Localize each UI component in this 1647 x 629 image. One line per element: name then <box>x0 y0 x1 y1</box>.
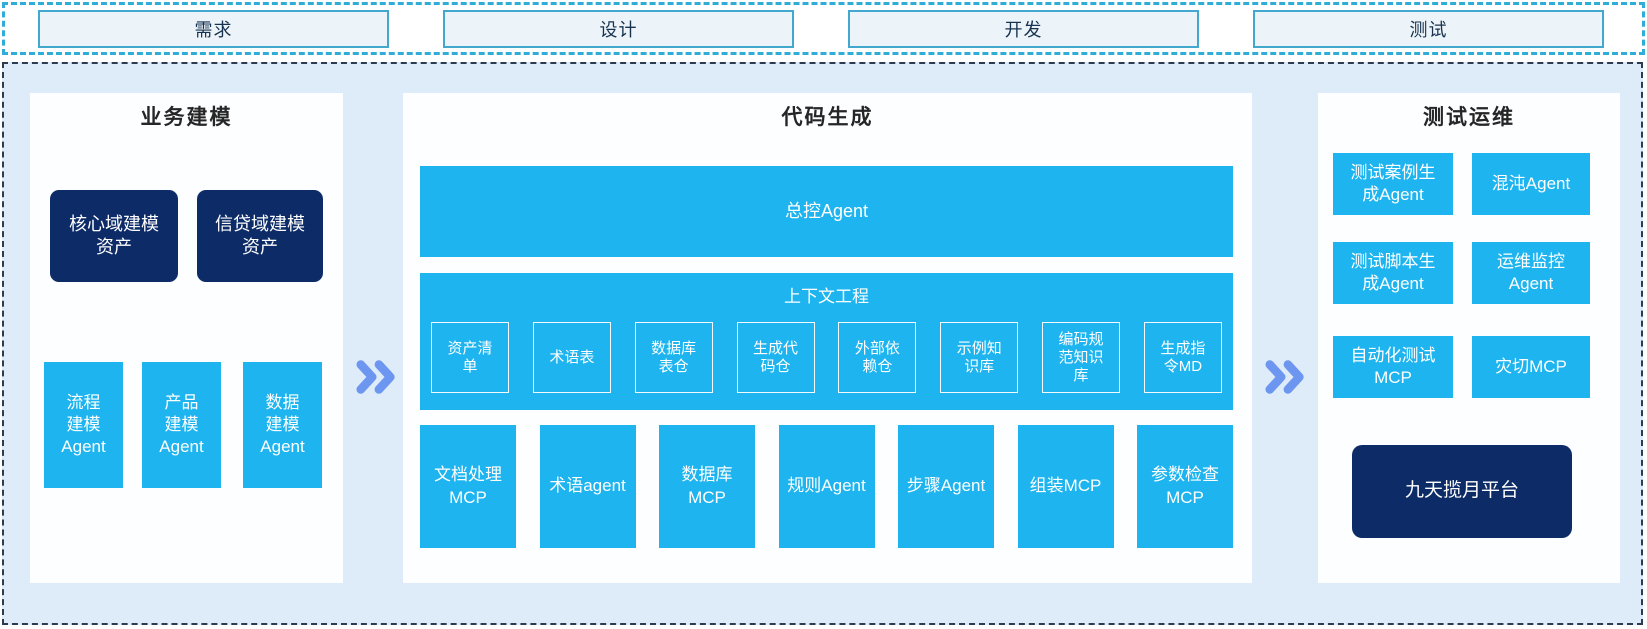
mcp-box-label: 步骤Agent <box>906 476 986 496</box>
box-param-check-mcp: 参数检查 MCP <box>1137 425 1233 548</box>
test-ops-box-label: 运维监控 Agent <box>1497 251 1565 293</box>
stage-label-testing: 测试 <box>1409 20 1448 40</box>
test-ops-box-label: 测试案例生 成Agent <box>1350 162 1436 204</box>
column-title-test-ops: 测试运维 <box>1423 106 1515 129</box>
context-item-asset-list: 资产清 单 <box>431 322 509 393</box>
master-agent-label: 总控Agent <box>784 200 869 221</box>
box-database-mcp: 数据库 MCP <box>659 425 755 548</box>
box-step-agent: 步骤Agent <box>898 425 994 548</box>
platform-box-jiutian-lanyue: 九天揽月平台 <box>1352 445 1572 538</box>
column-code-generation: 代码生成 总控Agent 上下文工程 资产清 单 术语表 数据库 表仓 <box>403 93 1252 583</box>
context-item-generation-instruction-md: 生成指 令MD <box>1143 322 1222 393</box>
context-item-label: 生成代 码仓 <box>753 339 799 375</box>
box-chaos-agent: 混沌Agent <box>1472 153 1590 215</box>
pipeline-panel: 业务建模 核心域建模 资产 信贷域建模 资产 流程 建模 Agent 产品 建模… <box>2 62 1643 625</box>
box-glossary-agent: 术语agent <box>539 425 636 548</box>
context-item-label: 数据库 表仓 <box>651 339 697 375</box>
context-item-generated-code-repo: 生成代 码仓 <box>736 322 815 393</box>
agent-box-process-modeling: 流程 建模 Agent <box>44 362 123 488</box>
column-title-business-modeling: 业务建模 <box>140 106 233 129</box>
context-engineering-title: 上下文工程 <box>784 287 869 306</box>
column-business-modeling: 业务建模 核心域建模 资产 信贷域建模 资产 流程 建模 Agent 产品 建模… <box>30 93 343 583</box>
agent-box-product-modeling-label: 产品 建模 Agent <box>159 392 204 457</box>
stage-box-design: 设计 <box>443 10 794 48</box>
column-test-ops: 测试运维 测试案例生 成Agent 混沌Agent 测试脚本生 成Agent 运… <box>1318 93 1620 583</box>
stage-box-testing: 测试 <box>1253 10 1604 48</box>
mcp-box-label: 文档处理 MCP <box>434 465 502 507</box>
stage-label-development: 开发 <box>1004 20 1043 40</box>
mcp-box-label: 数据库 MCP <box>681 465 733 507</box>
test-ops-box-label: 灾切MCP <box>1495 356 1567 376</box>
agent-box-data-modeling-label: 数据 建模 Agent <box>260 392 305 457</box>
box-doc-processing-mcp: 文档处理 MCP <box>420 425 516 548</box>
stage-box-development: 开发 <box>848 10 1199 48</box>
test-ops-box-label: 自动化测试 MCP <box>1350 345 1436 387</box>
box-test-case-gen-agent: 测试案例生 成Agent <box>1333 153 1453 215</box>
platform-box-label: 九天揽月平台 <box>1404 480 1519 502</box>
context-item-label: 生成指 令MD <box>1160 339 1206 375</box>
master-agent-bar: 总控Agent <box>420 166 1233 257</box>
stage-bar: 需求 设计 开发 测试 <box>2 2 1645 55</box>
stage-box-requirements: 需求 <box>38 10 389 48</box>
mcp-box-label: 术语agent <box>549 476 626 496</box>
agent-box-product-modeling: 产品 建模 Agent <box>142 362 221 488</box>
context-engineering-box: 上下文工程 资产清 单 术语表 数据库 表仓 生成代 码仓 外部 <box>420 273 1233 410</box>
test-ops-box-label: 混沌Agent <box>1491 173 1571 193</box>
mcp-box-label: 组装MCP <box>1029 476 1102 496</box>
box-automated-test-mcp: 自动化测试 MCP <box>1333 336 1453 398</box>
column-title-code-generation: 代码生成 <box>781 106 874 129</box>
context-engineering-row: 资产清 单 术语表 数据库 表仓 生成代 码仓 外部依 赖仓 <box>431 322 1222 393</box>
context-item-label: 编码规 范知识 库 <box>1058 330 1104 384</box>
mcp-agent-row: 文档处理 MCP 术语agent 数据库 MCP 规则Agent 步骤Agent… <box>420 425 1233 548</box>
asset-box-core-domain: 核心域建模 资产 <box>50 190 178 282</box>
flow-arrow-icon <box>1265 360 1304 394</box>
test-ops-box-label: 测试脚本生 成Agent <box>1350 251 1436 293</box>
box-disaster-switch-mcp: 灾切MCP <box>1472 336 1590 398</box>
asset-box-credit-domain-label: 信贷域建模 资产 <box>215 213 305 257</box>
context-item-coding-standard-kb: 编码规 范知识 库 <box>1042 322 1121 393</box>
context-item-label: 资产清 单 <box>447 339 493 375</box>
agent-box-data-modeling: 数据 建模 Agent <box>243 362 322 488</box>
mcp-box-label: 参数检查 MCP <box>1151 465 1219 507</box>
mcp-box-label: 规则Agent <box>787 476 866 496</box>
context-item-external-deps-repo: 外部依 赖仓 <box>838 322 917 393</box>
box-rule-agent: 规则Agent <box>778 425 875 548</box>
agent-box-process-modeling-label: 流程 建模 Agent <box>61 392 106 457</box>
context-item-glossary: 术语表 <box>532 322 611 393</box>
context-item-label: 示例知 识库 <box>956 339 1002 375</box>
context-item-example-knowledge-base: 示例知 识库 <box>940 322 1019 393</box>
box-assembly-mcp: 组装MCP <box>1017 425 1114 548</box>
stage-label-requirements: 需求 <box>194 20 233 40</box>
context-item-db-table-repo: 数据库 表仓 <box>634 322 713 393</box>
context-item-label: 外部依 赖仓 <box>854 339 900 375</box>
box-ops-monitoring-agent: 运维监控 Agent <box>1472 242 1590 304</box>
flow-arrow-icon <box>356 360 395 394</box>
box-test-script-gen-agent: 测试脚本生 成Agent <box>1333 242 1453 304</box>
stage-label-design: 设计 <box>599 20 638 40</box>
asset-box-core-domain-label: 核心域建模 资产 <box>69 213 159 257</box>
context-item-label: 术语表 <box>549 348 595 366</box>
asset-box-credit-domain: 信贷域建模 资产 <box>197 190 323 282</box>
